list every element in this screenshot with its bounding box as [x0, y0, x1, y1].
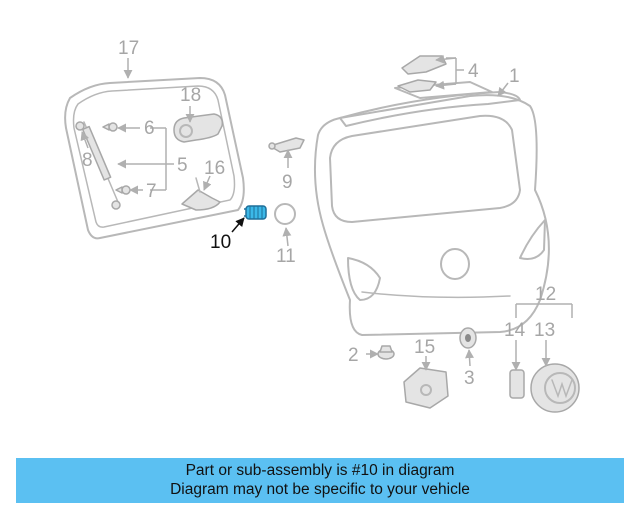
callout-labels: 17 1 4 18 6 8 5 16 7 9 10 11 12 14 13 15… — [82, 38, 556, 389]
gas-strut — [75, 121, 121, 210]
callout-2: 2 — [348, 345, 359, 366]
hinge-bracket — [397, 55, 447, 93]
hinge — [268, 137, 305, 153]
callout-7: 7 — [146, 181, 157, 202]
callout-18: 18 — [180, 85, 201, 106]
callout-10: 10 — [210, 232, 231, 253]
switch — [509, 369, 525, 399]
grommet — [459, 327, 477, 349]
rear-glass — [64, 77, 245, 240]
ball-stud-lower — [115, 185, 131, 195]
callout-1: 1 — [509, 66, 520, 87]
callout-9: 9 — [282, 172, 293, 193]
callout-3: 3 — [464, 368, 475, 389]
callout-6: 6 — [144, 118, 155, 139]
callout-8: 8 — [82, 150, 93, 171]
callout-11: 11 — [276, 246, 296, 267]
plug — [377, 345, 395, 360]
wiper-bracket — [181, 177, 221, 211]
wiper-motor — [173, 113, 224, 143]
callout-13: 13 — [534, 320, 555, 341]
spoiler — [394, 81, 493, 99]
banner-line-2: Diagram may not be specific to your vehi… — [170, 481, 470, 498]
cap — [274, 203, 296, 225]
highlighted-part-10 — [244, 205, 267, 220]
leader-lines — [80, 54, 573, 371]
info-banner: Part or sub-assembly is #10 in diagram D… — [16, 458, 624, 503]
callout-16: 16 — [204, 158, 225, 179]
callout-17: 17 — [118, 38, 139, 59]
parts-diagram: 17 1 4 18 6 8 5 16 7 9 10 11 12 14 13 15… — [64, 38, 580, 413]
handle-emblem — [530, 363, 580, 413]
callout-15: 15 — [414, 337, 435, 358]
callout-14: 14 — [504, 320, 526, 341]
tailgate-assembly — [313, 91, 550, 336]
callout-12: 12 — [535, 284, 556, 305]
latch — [403, 367, 449, 409]
ball-stud-upper — [102, 122, 118, 132]
callout-4: 4 — [468, 61, 479, 82]
callout-5: 5 — [177, 155, 188, 176]
banner-line-1: Part or sub-assembly is #10 in diagram — [185, 462, 455, 479]
